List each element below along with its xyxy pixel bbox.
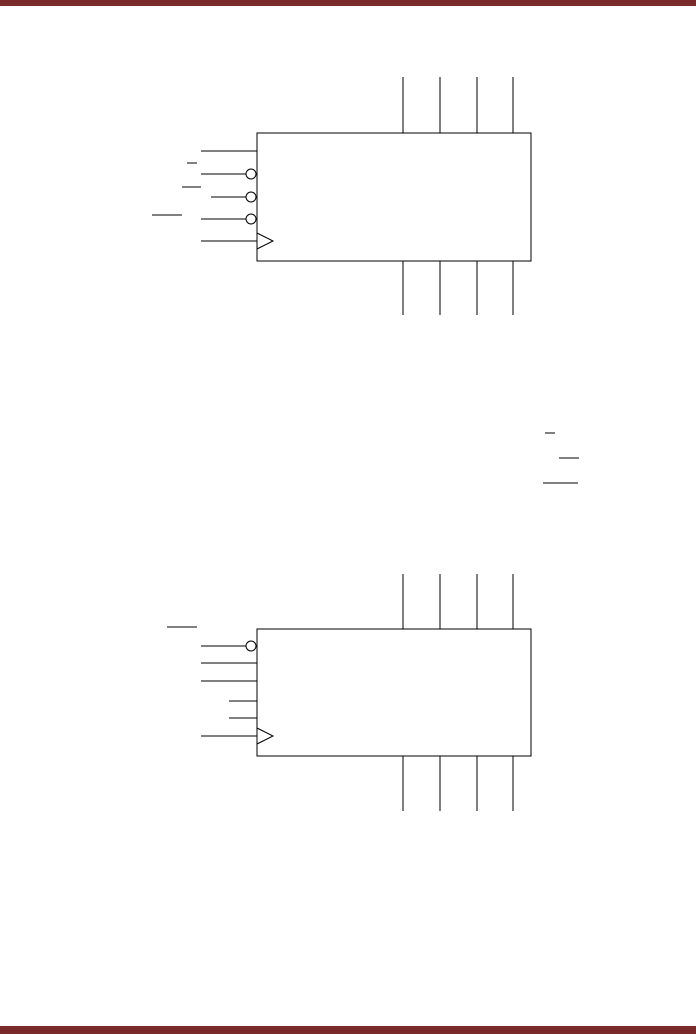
block-body xyxy=(256,132,532,262)
bottom-accent-bar xyxy=(0,1026,696,1034)
inversion-bubble xyxy=(245,640,257,652)
inversion-bubble xyxy=(245,191,257,203)
block-body xyxy=(256,628,532,757)
clock-triangle xyxy=(256,727,275,745)
counter-block-1 xyxy=(152,77,532,315)
clock-triangle xyxy=(256,232,275,250)
top-accent-bar xyxy=(0,0,696,6)
inversion-bubble xyxy=(245,213,257,225)
equation-overbars xyxy=(543,432,579,484)
inversion-bubble xyxy=(245,168,257,180)
counter-block-2 xyxy=(167,574,532,811)
